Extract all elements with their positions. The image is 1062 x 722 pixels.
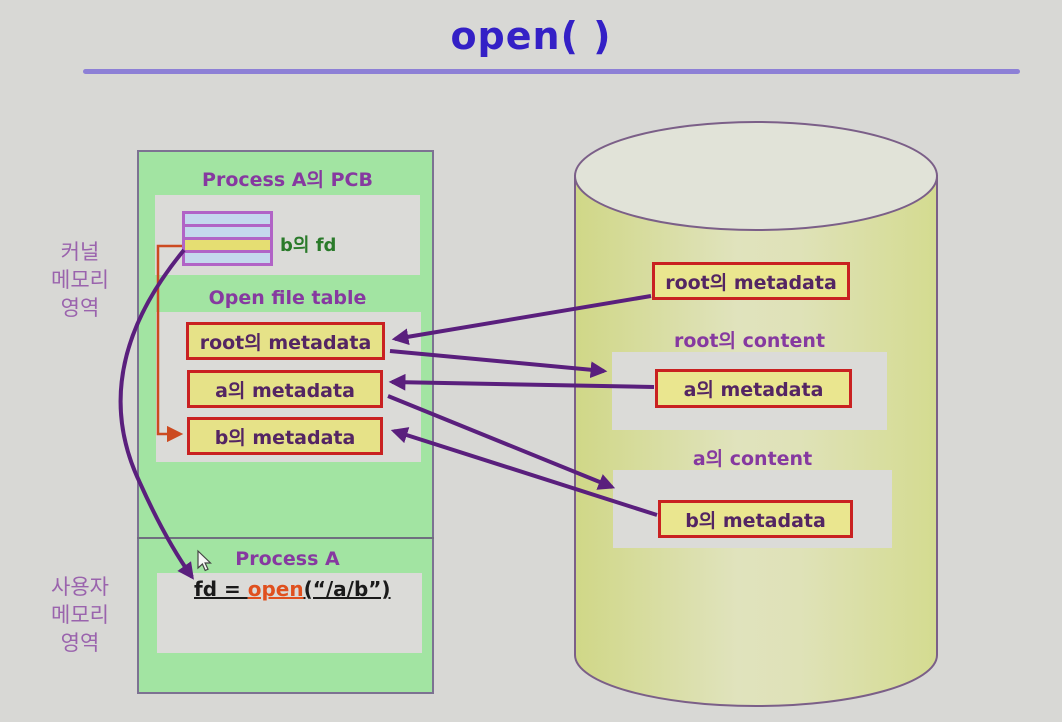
- fd-table-row-b-fd: [185, 240, 270, 250]
- kernel-memory-area-label: 커널 메모리 영역: [51, 240, 109, 320]
- pcb-title: Process A의 PCB: [202, 169, 373, 191]
- oft-a-metadata-box: a의 metadata: [187, 370, 383, 408]
- fd-table-row: [185, 227, 270, 237]
- code-args: (“/a/b”): [303, 577, 391, 601]
- user-memory-area-label: 사용자 메모리 영역: [51, 575, 109, 655]
- kernel-user-divider: [137, 537, 434, 539]
- open-file-table-title: Open file table: [208, 287, 367, 309]
- process-a-panel: [157, 573, 422, 653]
- a-content-label: a의 content: [692, 448, 813, 470]
- oft-b-metadata-box: b의 metadata: [187, 417, 383, 455]
- oft-root-metadata-box: root의 metadata: [186, 322, 385, 360]
- fd-table-row: [185, 253, 270, 263]
- process-a-title: Process A: [235, 548, 340, 570]
- disk-top-ellipse: [574, 121, 938, 231]
- fd-table: [182, 211, 273, 266]
- fd-table-row: [185, 214, 270, 224]
- code-prefix: fd =: [194, 577, 248, 601]
- disk-body: [574, 175, 938, 708]
- disk-b-metadata-box: b의 metadata: [658, 500, 853, 538]
- disk-a-metadata-box: a의 metadata: [655, 369, 852, 408]
- b-fd-label: b의 fd: [280, 235, 337, 256]
- disk-root-metadata-box: root의 metadata: [652, 262, 850, 300]
- root-content-label: root의 content: [673, 330, 826, 352]
- code-open-fn: open: [247, 577, 304, 601]
- open-call-code: fd = open(“/a/b”): [194, 577, 391, 601]
- page-title: open( ): [450, 14, 612, 58]
- title-underline: [83, 69, 1020, 74]
